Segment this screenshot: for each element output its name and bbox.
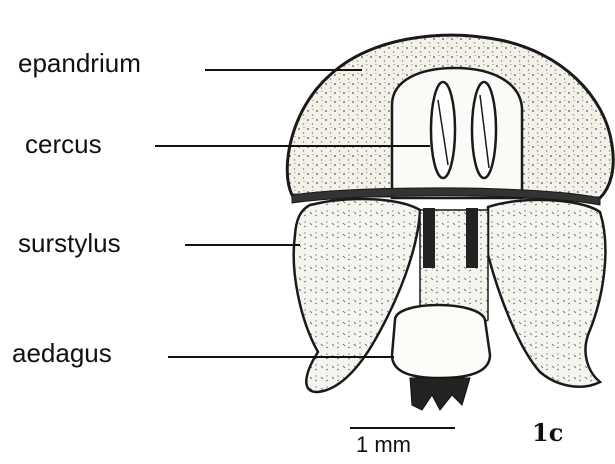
- surstylus-right: [488, 200, 605, 387]
- label-epandrium: epandrium: [18, 50, 141, 76]
- cercus-plate: [392, 68, 522, 198]
- label-surstylus: surstylus: [18, 230, 121, 256]
- scale-bar-label: 1 mm: [356, 432, 411, 458]
- label-aedagus: aedagus: [12, 340, 112, 366]
- aedagus-tip: [410, 378, 470, 410]
- aedagus-shape: [392, 305, 490, 378]
- figure-id: 1c: [532, 418, 563, 447]
- label-cercus: cercus: [25, 131, 102, 157]
